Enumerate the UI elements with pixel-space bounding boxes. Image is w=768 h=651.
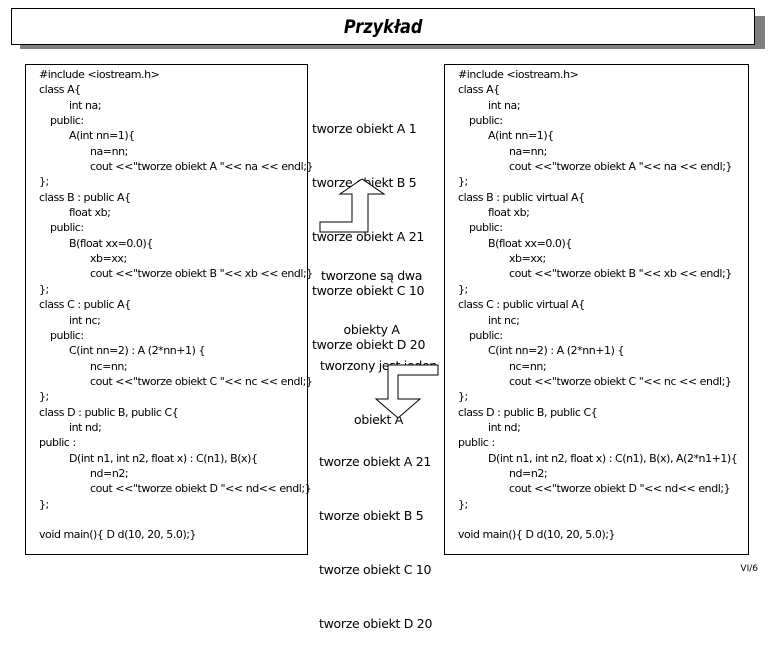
code-line: na=nn; xyxy=(90,144,128,158)
code-line: class C : public virtual A{ xyxy=(458,298,585,312)
code-line xyxy=(458,512,737,527)
code-line: C(int nn=2) : A (2*nn+1) { xyxy=(488,344,625,358)
code-line: public: xyxy=(50,221,84,235)
code-line: B(float xx=0.0){ xyxy=(69,236,153,250)
page-number: VI/6 xyxy=(740,564,758,574)
note-line: tworzone są dwa xyxy=(321,268,423,283)
code-line: D(int n1, int n2, float x) : C(n1), B(x)… xyxy=(488,451,738,465)
code-line: class B : public virtual A{ xyxy=(458,190,585,204)
output-line: tworze obiekt B 5 xyxy=(319,508,424,523)
code-line: nc=nn; xyxy=(90,359,128,373)
output-line: tworze obiekt A 21 xyxy=(319,454,432,469)
code-line: nd=n2; xyxy=(90,466,129,480)
code-line: }; xyxy=(39,175,49,189)
note-line: obiekt A xyxy=(353,412,403,427)
code-line: }; xyxy=(39,390,49,404)
output-line: tworze obiekt C 10 xyxy=(312,283,425,298)
code-line: int nd; xyxy=(488,420,521,434)
code-line: C(int nn=2) : A (2*nn+1) { xyxy=(69,344,206,358)
code-line: int na; xyxy=(69,98,102,112)
code-line: class B : public A{ xyxy=(39,190,131,204)
title-bar: Przykład xyxy=(11,8,755,45)
code-line: class C : public A{ xyxy=(39,298,131,312)
output-line: tworze obiekt D 20 xyxy=(319,616,433,631)
code-line: public : xyxy=(39,436,76,450)
code-line: int na; xyxy=(488,98,521,112)
output-line: tworze obiekt C 10 xyxy=(319,562,432,577)
code-line: class D : public B, public C{ xyxy=(458,405,598,419)
code-line: public: xyxy=(50,114,84,128)
code-line: int nc; xyxy=(69,313,101,327)
code-line: nd=n2; xyxy=(509,466,548,480)
code-line: }; xyxy=(39,282,49,296)
code-line: class D : public B, public C{ xyxy=(39,405,179,419)
output-nonvirtual: tworze obiekt A 1 tworze obiekt B 5 twor… xyxy=(312,84,425,372)
code-line: }; xyxy=(458,497,468,511)
code-line: float xb; xyxy=(69,206,111,220)
code-line: }; xyxy=(458,390,468,404)
code-line: B(float xx=0.0){ xyxy=(488,236,572,250)
code-panel-virtual: #include <iostream.h> class A{int na; publ… xyxy=(444,64,749,555)
code-line xyxy=(39,512,313,527)
code-line: D(int n1, int n2, float x) : C(n1), B(x)… xyxy=(69,451,258,465)
code-line: A(int nn=1){ xyxy=(69,129,135,143)
code-line: cout <<"tworze obiekt C "<< nc << endl;} xyxy=(509,374,732,388)
code-line: public: xyxy=(469,328,503,342)
bent-arrow-up-icon xyxy=(319,178,386,233)
code-line: }; xyxy=(458,175,468,189)
code-line: #include <iostream.h> xyxy=(458,68,579,81)
code-line: int nc; xyxy=(488,313,520,327)
code-line: nc=nn; xyxy=(509,359,547,373)
code-line: int nd; xyxy=(69,420,102,434)
code-line: cout <<"tworze obiekt B "<< xb << endl;} xyxy=(509,267,732,281)
code-line: public : xyxy=(458,436,495,450)
bent-arrow-down-icon xyxy=(374,364,439,419)
code-line: }; xyxy=(39,497,49,511)
code-line: cout <<"tworze obiekt A "<< na << endl;} xyxy=(90,160,314,174)
code-listing: #include <iostream.h> class A{int na; publ… xyxy=(39,67,313,543)
code-line: public: xyxy=(469,114,503,128)
code-line: float xb; xyxy=(488,206,530,220)
code-line: A(int nn=1){ xyxy=(488,129,554,143)
output-virtual: tworze obiekt A 21 tworze obiekt B 5 two… xyxy=(319,417,432,651)
output-line: tworze obiekt A 1 xyxy=(312,121,417,136)
code-panel-nonvirtual: #include <iostream.h> class A{int na; publ… xyxy=(25,64,313,555)
code-line: cout <<"tworze obiekt C "<< nc << endl;} xyxy=(90,374,313,388)
note-line: obiekty A xyxy=(343,322,400,337)
code-line: class A{ xyxy=(458,83,500,97)
code-line: class A{ xyxy=(39,83,81,97)
code-listing: #include <iostream.h> class A{int na; publ… xyxy=(458,67,738,543)
output-line: tworze obiekt A 21 xyxy=(312,229,425,244)
code-line: cout <<"tworze obiekt A "<< na << endl;} xyxy=(509,160,733,174)
code-line: na=nn; xyxy=(509,144,547,158)
code-line: #include <iostream.h> xyxy=(39,68,160,81)
code-line: cout <<"tworze obiekt B "<< xb << endl;} xyxy=(90,267,313,281)
code-line: }; xyxy=(458,282,468,296)
page-title: Przykład xyxy=(343,15,423,38)
code-line: public: xyxy=(50,328,84,342)
note-two-objects: tworzone są dwa obiekty A xyxy=(321,231,422,357)
code-line: xb=xx; xyxy=(509,252,546,266)
output-line: tworze obiekt D 20 xyxy=(312,337,426,352)
code-line: void main(){ D d(10, 20, 5.0);} xyxy=(458,528,616,542)
code-line: cout <<"tworze obiekt D "<< nd<< endl;} xyxy=(509,482,731,496)
code-line: xb=xx; xyxy=(90,252,127,266)
code-line: public: xyxy=(469,221,503,235)
code-line: void main(){ D d(10, 20, 5.0);} xyxy=(39,528,197,542)
code-line: cout <<"tworze obiekt D "<< nd<< endl;} xyxy=(90,482,312,496)
